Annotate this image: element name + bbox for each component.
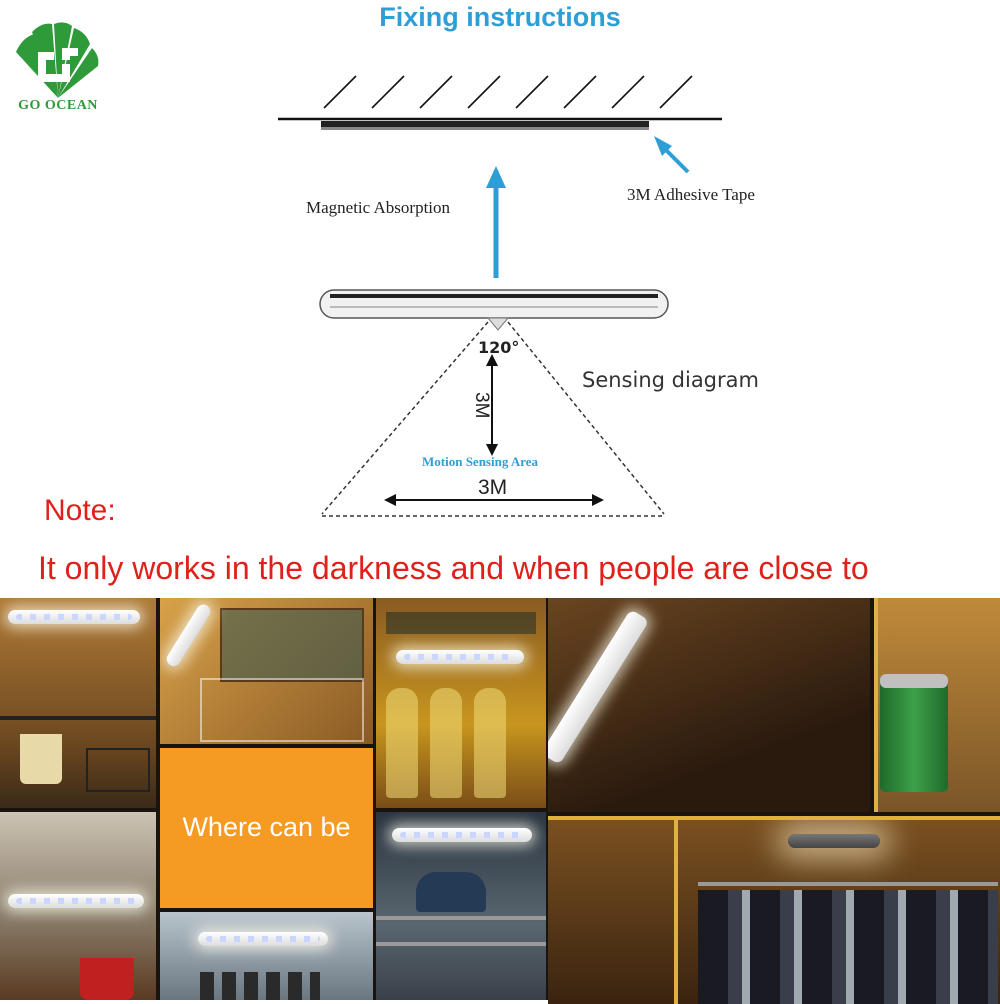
- where-can-be-panel: Where can be: [160, 748, 373, 908]
- photo-wine-bottles: [376, 598, 546, 808]
- note-title: Note:: [44, 494, 116, 527]
- tape-arrow-icon: [654, 136, 690, 174]
- up-arrow-icon: [486, 166, 506, 278]
- magnetic-absorption-label: Magnetic Absorption: [306, 198, 451, 217]
- ceiling-hatch: [323, 75, 693, 109]
- photo-tin-can: [874, 598, 1000, 812]
- photo-kitchen-shelf: [0, 598, 156, 808]
- magnetic-plate: [321, 121, 649, 127]
- photo-drawer: [160, 598, 373, 744]
- vertical-distance-arrow: [486, 354, 498, 456]
- where-can-be-caption: Where can be: [182, 812, 351, 842]
- adhesive-tape: [321, 127, 649, 130]
- vertical-distance-label: 3M: [471, 392, 492, 419]
- fixing-diagram: [278, 75, 722, 517]
- usage-photo-collage: Where can be: [0, 598, 1000, 1004]
- photo-plastic-bins: [0, 812, 156, 1000]
- photo-shoe-shelf: [376, 812, 546, 1000]
- page-title: Fixing instructions: [379, 2, 621, 32]
- sensing-cone: [321, 321, 665, 517]
- motion-area-label: Motion Sensing Area: [422, 454, 539, 469]
- light-bar: [319, 289, 669, 331]
- brand-name: GO OCEAN: [18, 98, 98, 113]
- note-text: It only works in the darkness and when p…: [38, 550, 869, 586]
- photo-wardrobe-hangers: [160, 912, 373, 1000]
- sensing-diagram-label: Sensing diagram: [582, 368, 759, 392]
- photo-closet-clothes: [548, 816, 1000, 1004]
- horizontal-distance-arrow: [384, 494, 604, 506]
- go-ocean-logo-icon: [16, 22, 99, 98]
- adhesive-tape-label: 3M Adhesive Tape: [627, 185, 755, 204]
- sensing-angle-label: 120°: [478, 338, 520, 357]
- photo-lit-cabinet: [548, 598, 870, 812]
- horizontal-distance-label: 3M: [478, 476, 508, 499]
